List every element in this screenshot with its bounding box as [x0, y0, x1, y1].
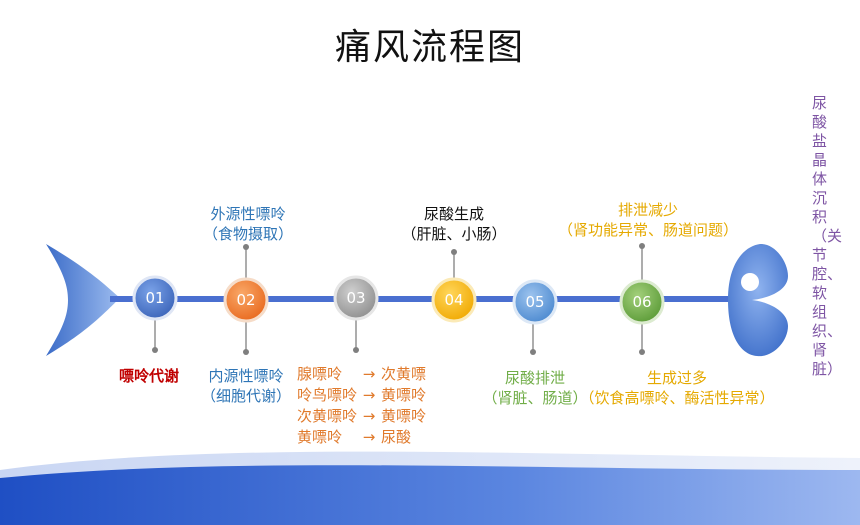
node-02-label-below: 内源性嘌呤 （细胞代谢） [200, 367, 291, 405]
footer-wave [0, 465, 860, 525]
connector-lines [154, 246, 643, 352]
node-04-circle [431, 277, 477, 323]
fish-tail [46, 244, 120, 356]
node-02-number: 02 [236, 291, 256, 309]
node-05-number: 05 [525, 293, 545, 311]
fish-eye [741, 273, 759, 291]
node-05-label: 尿酸排泄 （肾脏、肠道） [482, 369, 588, 407]
node-03-number: 03 [346, 289, 366, 307]
node-02-label-above: 外源性嘌呤 （食物摄取） [202, 205, 293, 243]
result-label: 尿酸盐晶体沉积（关节腔、软组织、肾脏） [812, 94, 843, 378]
fish-head [728, 243, 788, 357]
node-02-circle [223, 277, 269, 323]
page-title: 痛风流程图 [334, 27, 525, 68]
node-04-number: 04 [444, 291, 464, 309]
node-04-label: 尿酸生成 （肝脏、小肠） [401, 205, 507, 243]
fish-spine [110, 296, 750, 302]
node-03-circle [333, 275, 379, 321]
node-06-label-below: 生成过多 （饮食高嘌呤、酶活性异常） [579, 369, 775, 407]
node-06-number: 06 [632, 293, 652, 311]
node-03-label: 腺嘌呤→次黄嘌 呤鸟嘌呤→黄嘌呤 次黄嘌呤→黄嘌呤 黄嘌呤→尿酸 [297, 365, 427, 446]
node-circles [132, 275, 665, 325]
node-05-circle [512, 279, 558, 325]
node-01-circle [132, 275, 178, 321]
node-01-label: 嘌呤代谢 [119, 367, 180, 385]
node-01-number: 01 [145, 289, 165, 307]
node-06-label-above: 排泄减少 （肾功能异常、肠道问题） [557, 201, 738, 239]
node-06-circle [619, 279, 665, 325]
connector-dots [152, 243, 645, 355]
